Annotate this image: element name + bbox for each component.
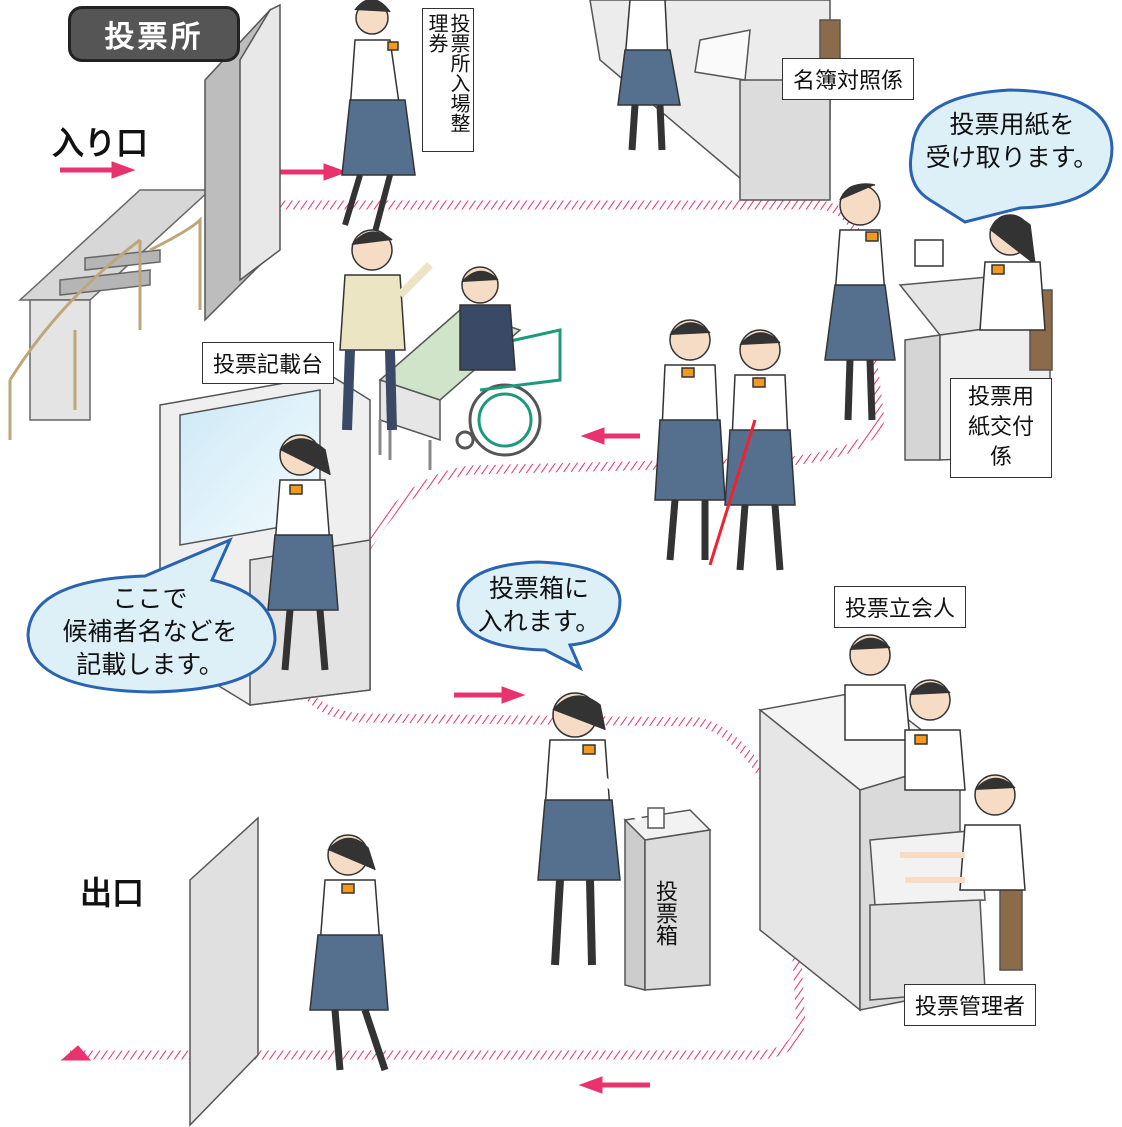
bubble-receive: [909, 88, 1114, 224]
exit-label: 出口: [80, 874, 145, 912]
direction-arrows: [60, 161, 650, 1094]
bubble-insert-line2: 入れます。: [477, 607, 601, 636]
bubble-write-text: ここで 候補者名などを 記載します。: [30, 582, 270, 681]
speech-bubbles: [26, 88, 1114, 694]
witnesses-label: 投票立会人: [834, 586, 967, 628]
entrance-label: 入り口: [52, 124, 149, 162]
bubble-write-line1: ここで: [112, 584, 188, 613]
writing-desk-label: 投票記載台: [202, 342, 335, 384]
person-exiting-voter: [309, 834, 389, 1072]
ballot-box: [623, 807, 712, 991]
person-witnesses: [844, 634, 966, 791]
bubble-insert: [456, 560, 622, 672]
bubble-receive-line1: 投票用紙を: [949, 110, 1075, 139]
person-writing-voter: [267, 434, 339, 671]
people: [267, 0, 1046, 1072]
entrance-stairs: [8, 189, 212, 440]
person-pair-voters: [654, 319, 796, 571]
person-manager: [900, 774, 1026, 891]
wheelchair: [455, 328, 562, 457]
exit-wall: [189, 816, 259, 1127]
bubble-write: [26, 537, 277, 694]
person-guide: [339, 229, 433, 431]
bubble-receive-line2: 受け取ります。: [925, 143, 1099, 172]
person-ballot-box-voter: [537, 692, 643, 966]
bubble-write-line3: 記載します。: [76, 650, 224, 679]
person-register-voter: [617, 0, 681, 151]
ballot-issuer-label: 投票用紙交付係: [950, 378, 1052, 478]
person-entrant: [341, 0, 416, 233]
place-title: 投票所: [68, 6, 240, 62]
person-wheelchair-voter: [459, 266, 516, 371]
ballot-box-label: 投票箱: [652, 880, 677, 946]
person-ballot-issuer: [979, 214, 1046, 331]
bubble-write-line2: 候補者名などを: [62, 617, 238, 646]
bubble-receive-text: 投票用紙を 受け取ります。: [912, 108, 1112, 174]
person-receiving-voter: [824, 183, 944, 421]
bubble-insert-text: 投票箱に 入れます。: [460, 572, 618, 638]
entrance-door: [204, 3, 281, 322]
ticket-label: 投票所入場整理券: [422, 8, 474, 152]
bubble-insert-line1: 投票箱に: [488, 574, 589, 603]
manager-label: 投票管理者: [904, 984, 1037, 1026]
register-clerk-label: 名簿対照係: [782, 58, 915, 100]
